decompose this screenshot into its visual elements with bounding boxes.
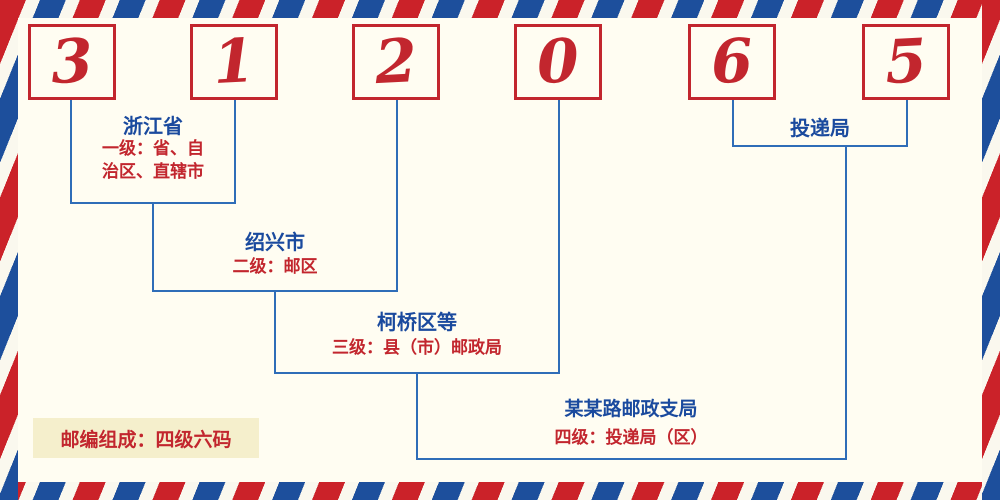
bracket-level2-line-bottom — [152, 290, 398, 292]
composition-text: 邮编组成：四级六码 — [60, 428, 232, 451]
airmail-border-right — [982, 0, 1000, 500]
level3-name: 柯桥区等 — [377, 310, 457, 334]
bracket-level3-line-left — [274, 292, 276, 374]
level2-desc: 二级：邮区 — [232, 257, 318, 277]
bracket-level4-line-left — [416, 374, 418, 460]
level1-desc: 一级：省、自治区、直辖市 — [102, 139, 204, 182]
delivery-name: 投递局 — [790, 116, 850, 140]
digit-box-4: 0 — [514, 24, 602, 100]
level4-desc: 四级：投递局（区） — [554, 428, 708, 448]
bracket-delivery-line-bottom — [732, 145, 908, 147]
level3-desc: 三级：县（市）邮政局 — [332, 338, 502, 358]
bracket-delivery-line-left — [732, 100, 734, 145]
composition-badge: 邮编组成：四级六码 — [33, 418, 259, 458]
bracket-level3-line-right — [558, 100, 560, 374]
digit-2: 1 — [211, 25, 257, 99]
bracket-delivery-line-right — [906, 100, 908, 145]
level2-name: 绍兴市 — [245, 230, 305, 254]
digit-1: 3 — [49, 25, 95, 99]
digit-5: 6 — [709, 25, 755, 99]
bracket-level2-line-right — [396, 100, 398, 292]
level1-name: 浙江省 — [123, 114, 183, 138]
digit-box-3: 2 — [352, 24, 440, 100]
digit-box-5: 6 — [688, 24, 776, 100]
airmail-border-top — [0, 0, 1000, 18]
digit-4: 0 — [535, 25, 581, 99]
bracket-level3-line-bottom — [274, 372, 560, 374]
digit-box-2: 1 — [190, 24, 278, 100]
airmail-border-bottom — [0, 482, 1000, 500]
airmail-border-left — [0, 0, 18, 500]
digit-box-1: 3 — [28, 24, 116, 100]
bracket-level1 — [70, 100, 236, 204]
bracket-level4-line-right — [845, 145, 847, 460]
digit-box-6: 5 — [862, 24, 950, 100]
digit-3: 2 — [373, 25, 419, 99]
bracket-level2-line-left — [152, 204, 154, 292]
digit-6: 5 — [883, 25, 929, 99]
level4-name: 某某路邮政支局 — [564, 398, 698, 420]
bracket-level4-line-bottom — [416, 458, 847, 460]
